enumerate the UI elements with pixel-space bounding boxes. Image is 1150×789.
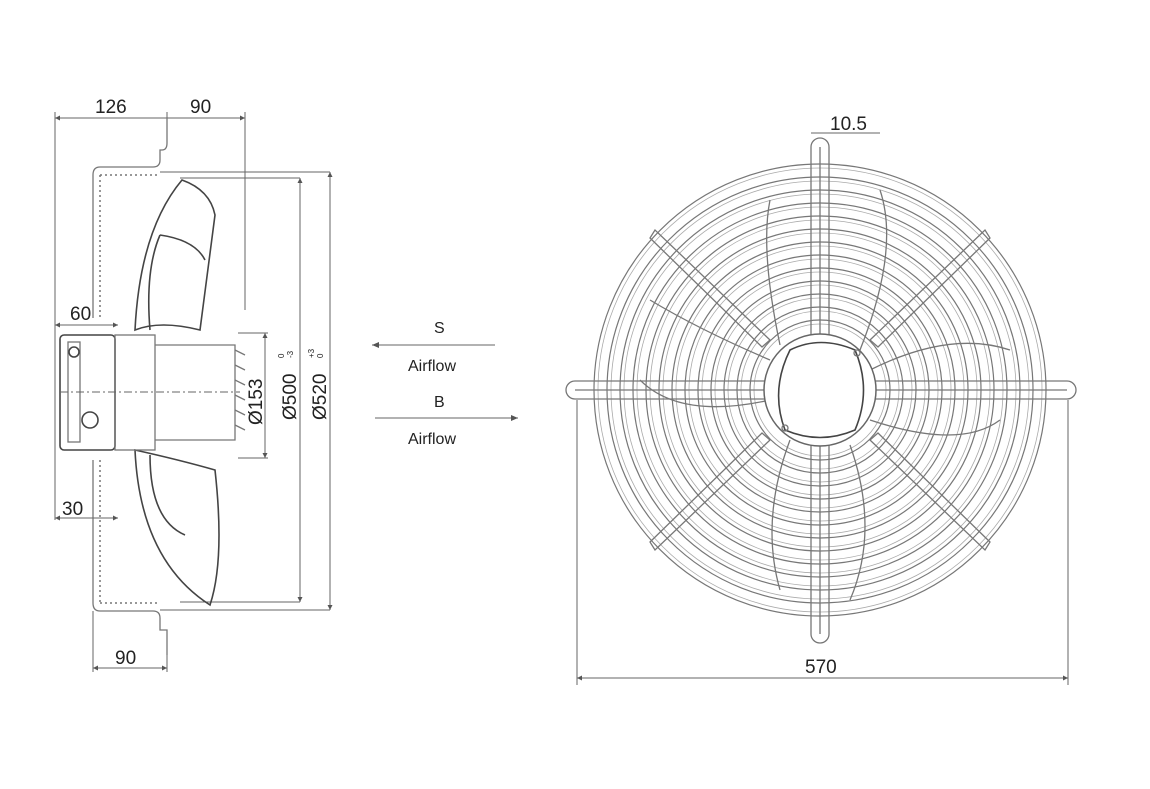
blade-top bbox=[134, 179, 216, 332]
dim-dia-500: Ø500 bbox=[280, 374, 301, 420]
blade-bottom bbox=[134, 448, 220, 607]
side-view: 126 90 Ø153 Ø500 0 -3 Ø520 +3 bbox=[54, 97, 333, 672]
airflow-b-text: Airflow bbox=[408, 431, 456, 448]
hub bbox=[763, 333, 877, 447]
dim-90-bottom: 90 bbox=[115, 648, 136, 669]
dim-126: 126 bbox=[95, 97, 127, 118]
dim-dia-153: Ø153 bbox=[246, 379, 267, 425]
svg-text:0: 0 bbox=[277, 353, 286, 358]
shroud-outline bbox=[92, 118, 168, 655]
dim-570: 570 bbox=[805, 657, 837, 678]
airflow-legend: S Airflow B Airflow bbox=[372, 320, 518, 448]
airflow-s-text: Airflow bbox=[408, 358, 456, 375]
dim-30: 30 bbox=[62, 499, 83, 520]
svg-text:0: 0 bbox=[316, 353, 325, 358]
svg-text:-3: -3 bbox=[286, 350, 295, 358]
dim-90-top: 90 bbox=[190, 97, 211, 118]
airflow-b-label: B bbox=[434, 394, 445, 411]
airflow-s-label: S bbox=[434, 320, 445, 337]
dim-10-5: 10.5 bbox=[830, 114, 867, 135]
dim-dia-520: Ø520 bbox=[310, 374, 331, 420]
front-view: 10.5 570 bbox=[565, 114, 1077, 685]
svg-text:+3: +3 bbox=[307, 348, 316, 358]
dim-60: 60 bbox=[70, 304, 91, 325]
